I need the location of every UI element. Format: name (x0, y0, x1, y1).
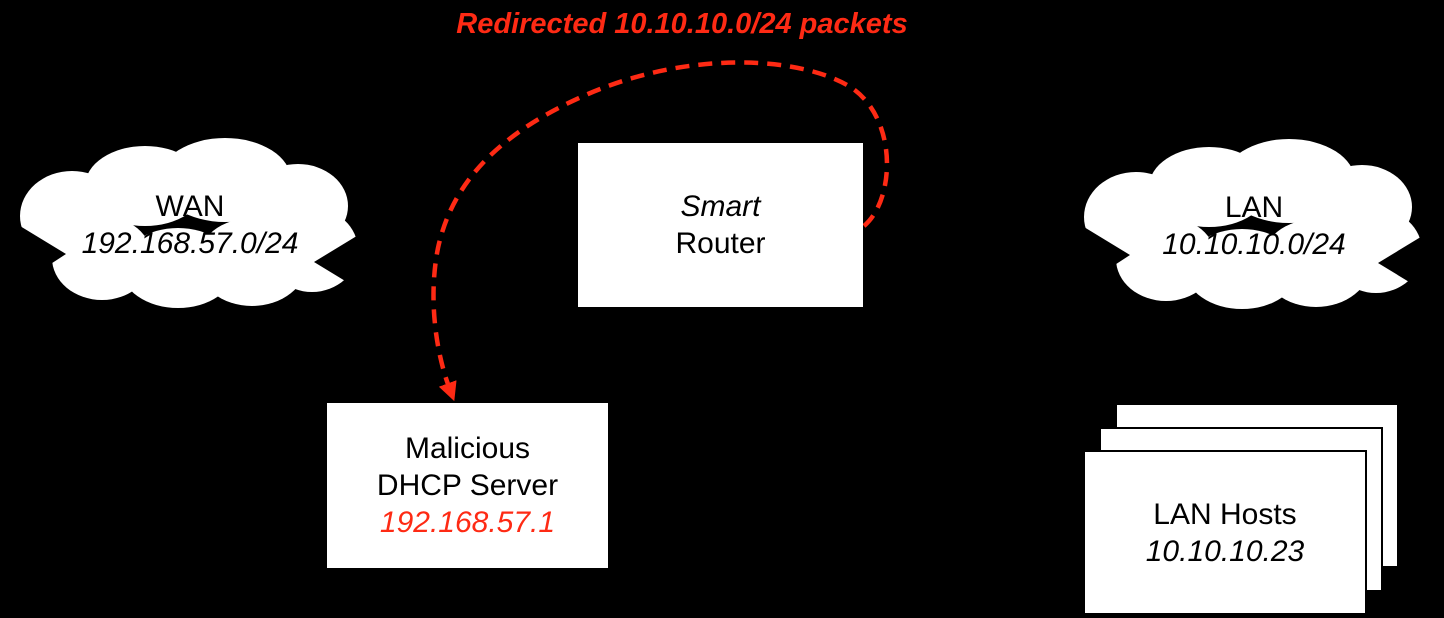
wan-subnet: 192.168.57.0/24 (81, 227, 299, 260)
smart-router-node: Smart Router (578, 143, 863, 307)
lan-hosts-ip: 10.10.10.23 (1145, 534, 1305, 568)
redirect-arrow (431, 60, 890, 402)
lan-hosts-card-front: LAN Hosts 10.10.10.23 (1083, 450, 1367, 615)
redirect-annotation-label: Redirected 10.10.10.0/24 packets (456, 8, 908, 40)
lan-name: LAN (1224, 191, 1284, 224)
dhcp-label-line2: DHCP Server (376, 469, 559, 502)
dhcp-ip: 192.168.57.1 (379, 506, 556, 539)
wan-name: WAN (155, 190, 225, 223)
lan-hosts-label: LAN Hosts (1153, 497, 1297, 531)
router-label-line2: Router (675, 227, 766, 260)
router-label-line1: Smart (680, 190, 761, 223)
wan-cloud-label: WAN 192.168.57.0/24 (40, 188, 340, 262)
malicious-dhcp-server-node: Malicious DHCP Server 192.168.57.1 (327, 403, 608, 568)
lan-subnet: 10.10.10.0/24 (1162, 228, 1346, 261)
lan-cloud-label: LAN 10.10.10.0/24 (1104, 189, 1404, 263)
dhcp-label-line1: Malicious (404, 432, 531, 465)
